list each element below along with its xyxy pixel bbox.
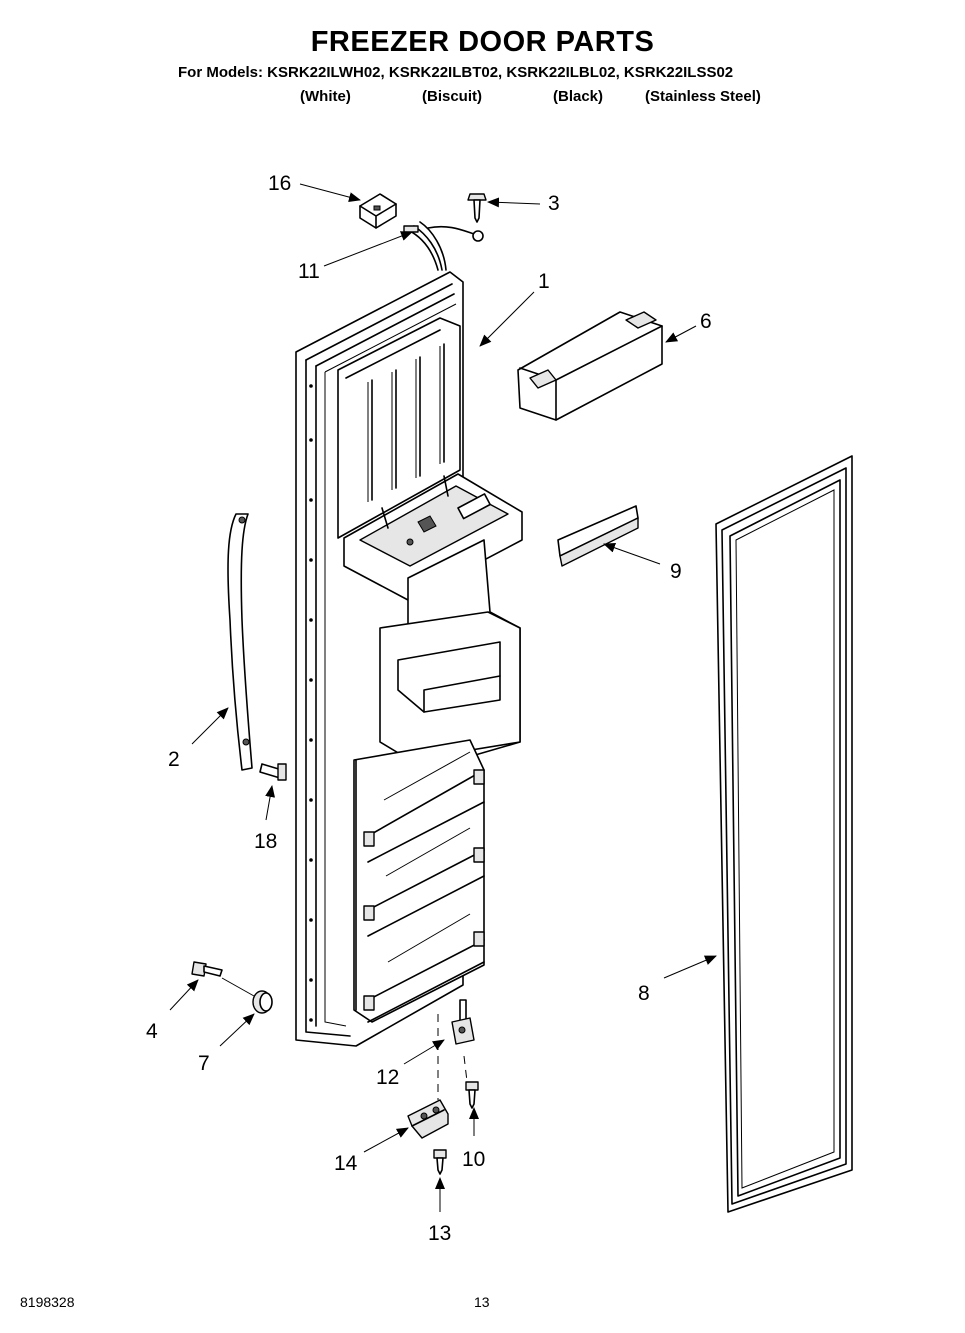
- callout-6: 6: [700, 310, 712, 333]
- callout-16: 16: [268, 172, 291, 195]
- door-bin-part: [517, 311, 663, 421]
- page-title: FREEZER DOOR PARTS: [310, 26, 655, 58]
- callout-18: 18: [254, 830, 277, 853]
- wire-harness-part: [403, 221, 484, 271]
- color-stainless: (Stainless Steel): [645, 88, 761, 105]
- page-number: 13: [474, 1294, 490, 1310]
- screw-13-part: [433, 1149, 447, 1175]
- color-white: (White): [300, 88, 351, 105]
- callout-arrows: [169, 183, 717, 1212]
- callout-7: 7: [198, 1052, 210, 1075]
- hinge-pin-part: [437, 999, 475, 1100]
- callout-12: 12: [376, 1066, 399, 1089]
- callout-8: 8: [638, 982, 650, 1005]
- hinge-bracket-part: [407, 1099, 449, 1139]
- models-line: For Models: KSRK22ILWH02, KSRK22ILBT02, …: [178, 64, 734, 81]
- color-black: (Black): [553, 88, 604, 105]
- document-number: 8198328: [20, 1294, 75, 1310]
- door-gasket-part: [715, 455, 853, 1213]
- callout-3: 3: [548, 192, 560, 215]
- callout-4: 4: [146, 1020, 158, 1043]
- color-biscuit: (Biscuit): [422, 88, 482, 105]
- callout-2: 2: [168, 748, 180, 771]
- screw-10-part: [465, 1081, 479, 1109]
- screw-4-part: [191, 961, 223, 977]
- callout-13: 13: [428, 1222, 451, 1245]
- callout-10: 10: [462, 1148, 485, 1171]
- callout-11: 11: [298, 260, 320, 283]
- handle-part: [227, 513, 253, 771]
- callout-9: 9: [670, 560, 682, 583]
- freezer-door-part: [295, 271, 523, 1047]
- bushing-part: [221, 977, 273, 1014]
- screw-18-part: [259, 763, 287, 781]
- callout-1: 1: [538, 270, 550, 293]
- connector-part: [359, 193, 397, 229]
- screw-3-part: [467, 193, 487, 223]
- callout-14: 14: [334, 1152, 358, 1175]
- trim-strip-part: [557, 505, 639, 567]
